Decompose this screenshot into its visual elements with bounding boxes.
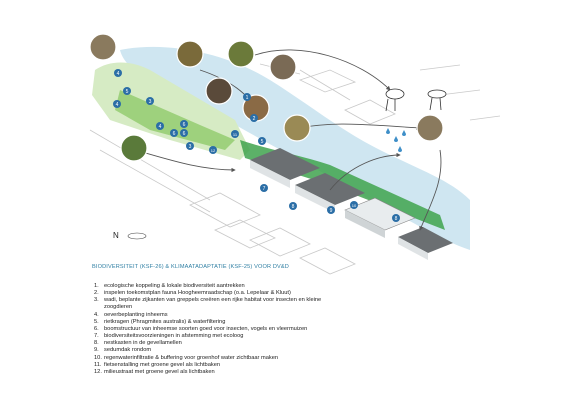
- water-body: [120, 46, 470, 250]
- marker-1: [243, 93, 251, 101]
- marker-label-11: 11: [233, 132, 238, 137]
- legend-number: 10.: [94, 354, 102, 361]
- marker-label-5: 5: [126, 89, 129, 95]
- marker-label-6: 6: [173, 131, 176, 137]
- legend-text: rietkragen (Phragmites australis) & wate…: [104, 318, 226, 325]
- marker-label-7: 7: [263, 186, 266, 192]
- fauna-photos: [89, 33, 311, 162]
- marker-label-10: 10: [352, 203, 357, 208]
- legend-number: 12.: [94, 368, 102, 375]
- marker-label-5: 5: [261, 139, 264, 145]
- marker-label-6: 6: [183, 131, 186, 137]
- legend-item: 7. biodiversiteitsvoorzieningen in afstem…: [94, 333, 334, 340]
- legend-item: 2. inspelen toekomstplan fauna Hoogheemra…: [94, 290, 334, 297]
- legend-number: 1.: [94, 283, 99, 289]
- wader-birds: [385, 88, 447, 112]
- legend-item: 10.regenwaterinfiltratie & buffering voo…: [94, 355, 334, 362]
- marker-8: [289, 202, 297, 210]
- marker-7: [260, 184, 268, 192]
- legend-text: wadi, beplante zijkanten van greppels cr…: [104, 297, 322, 311]
- marker-label-12: 12: [211, 148, 216, 153]
- legend-text: regenwaterinfiltratie & buffering voor g…: [104, 354, 279, 361]
- context-buildings: [89, 63, 501, 275]
- ecology-arrows: [134, 49, 442, 231]
- legend-number: 9.: [94, 347, 99, 354]
- bird-photo-right: [416, 114, 444, 142]
- legend-number: 6.: [94, 325, 99, 332]
- marker-11: [231, 130, 239, 138]
- marker-label-8: 8: [395, 216, 398, 222]
- legend-number: 11.: [94, 361, 102, 368]
- marker-label-9: 9: [330, 208, 333, 214]
- legend-text: sedumdak rondom: [104, 347, 152, 354]
- legend-item: 12.milieustraat met groene gevel als lic…: [94, 369, 334, 376]
- marker-label-3: 3: [149, 99, 152, 105]
- north-label: N: [113, 231, 119, 240]
- legend-number: 8.: [94, 340, 99, 347]
- legend-text: inspelen toekomstplan fauna Hoogheemraad…: [104, 290, 291, 297]
- legend-item: 5. rietkragen (Phragmites australis) & wa…: [94, 319, 334, 326]
- legend-item: 9. sedumdak rondom: [94, 347, 334, 354]
- legend-item: 6. boomstructuur van inheemse soorten goe…: [94, 326, 334, 333]
- marker-5: [123, 87, 131, 95]
- marker-label-4: 4: [116, 102, 119, 108]
- legend-item: 3. wadi, beplante zijkanten van greppels …: [94, 297, 334, 311]
- marker-label-3: 3: [189, 144, 192, 150]
- legend-text: boomstructuur van inheemse soorten goed …: [104, 325, 308, 332]
- building-1: [250, 148, 320, 188]
- marker-2: [250, 114, 258, 122]
- building-4: [398, 227, 453, 260]
- marker-label-8: 8: [292, 204, 295, 210]
- marker-label-4: 4: [159, 124, 162, 130]
- legend-item: 8. nestkasten in de gevellamellen: [94, 340, 334, 347]
- legend-text: fietsenstalling met groene gevel als lic…: [104, 361, 221, 368]
- legend-text: ecologische koppeling & lokale biodivers…: [104, 283, 245, 289]
- marker-3: [146, 97, 154, 105]
- marker-label-1: 1: [246, 95, 249, 101]
- building-2: [295, 173, 365, 213]
- north-arrow-icon: [127, 232, 147, 240]
- marker-4: [156, 122, 164, 130]
- building-3: [344, 197, 416, 238]
- marker-4: [114, 69, 122, 77]
- marker-4: [113, 100, 121, 108]
- marker-6: [170, 129, 178, 137]
- legend-number: 2.: [94, 290, 99, 297]
- marker-6: [180, 120, 188, 128]
- legend-text: oeverbeplanting inheems: [104, 311, 168, 318]
- marker-label-6: 6: [183, 122, 186, 128]
- marker-10: [350, 201, 358, 209]
- legend-number: 3.: [94, 297, 99, 304]
- legend-number: 7.: [94, 333, 99, 340]
- marker-12: [209, 146, 217, 154]
- marker-label-2: 2: [253, 116, 256, 122]
- legend-list: 1. ecologische koppeling & lokale biodive…: [94, 283, 334, 376]
- legend-text: biodiversiteitsvoorzieningen in afstemmi…: [104, 333, 244, 340]
- legend-number: 5.: [94, 318, 99, 325]
- diagram-caption: BIODIVERSITEIT (KSF-26) & KLIMAATADAPTAT…: [92, 264, 289, 270]
- marker-5: [258, 137, 266, 145]
- marker-label-4: 4: [117, 71, 120, 77]
- legend-item: 11.fietsenstalling met groene gevel als …: [94, 362, 334, 369]
- green-strip-inner: [115, 90, 235, 150]
- water-drops: [386, 128, 406, 152]
- marker-6: [180, 129, 188, 137]
- legend-item: 1. ecologische koppeling & lokale biodive…: [94, 283, 334, 290]
- legend-text: nestkasten in de gevellamellen: [104, 340, 182, 347]
- marker-3: [186, 142, 194, 150]
- legend-number: 4.: [94, 311, 99, 318]
- marker-9: [327, 206, 335, 214]
- marker-8: [392, 214, 400, 222]
- legend-text: milieustraat met groene gevel als lichtb…: [104, 368, 215, 375]
- legend-item: 4. oeverbeplanting inheems: [94, 312, 334, 319]
